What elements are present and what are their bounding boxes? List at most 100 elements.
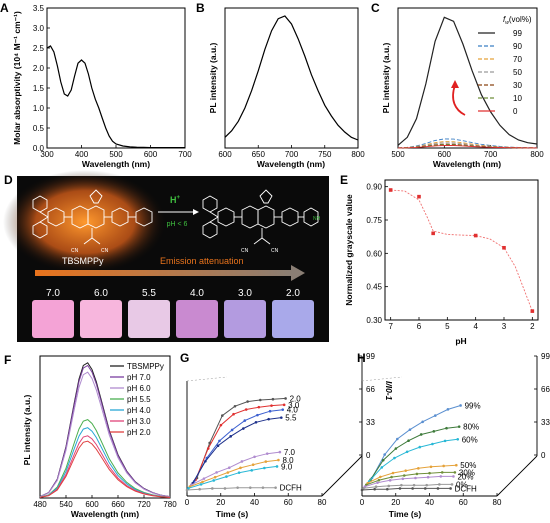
data-point (187, 486, 190, 490)
data-point (243, 419, 247, 422)
y-a-tick-label: 0.5 (33, 124, 45, 133)
data-point (185, 488, 189, 492)
ph-sample-square (272, 300, 314, 338)
legend-label: 90 (513, 42, 522, 51)
x-c-tick-label: 600 (438, 150, 452, 159)
panel-d: D (3, 170, 329, 342)
data-point (199, 483, 203, 486)
data-point (211, 487, 214, 490)
y-axis-label-e: Normalized grayscale value (344, 194, 354, 306)
data-point (208, 441, 211, 445)
data-point (284, 397, 287, 400)
panel-label-g: G (180, 351, 189, 365)
ph-sample-square (32, 300, 74, 338)
series-line-2.0 (196, 397, 286, 479)
x-e-tick-label: 4 (473, 322, 478, 331)
data-point (379, 475, 382, 479)
data-point (374, 485, 378, 489)
data-point (198, 487, 201, 491)
y-axis-label-b: PL intensity (a.u.) (208, 42, 218, 113)
g-z-tick-label: 0 (366, 451, 371, 460)
data-point (230, 428, 234, 432)
legend-label: TBSMPPy (127, 362, 164, 371)
data-point (204, 460, 207, 463)
data-point (267, 417, 270, 421)
data-point (202, 477, 206, 480)
h-x-tick-label: 40 (425, 498, 434, 507)
x-b-tick-label: 700 (285, 150, 299, 159)
data-point (417, 194, 421, 199)
data-point (232, 412, 235, 416)
compound-label: TBSMPPy (62, 256, 104, 266)
data-point (240, 460, 244, 463)
data-point (398, 487, 402, 490)
ph-value-label: 4.0 (190, 288, 204, 299)
data-point (281, 408, 285, 411)
data-point (236, 486, 239, 489)
series-label: 99% (465, 401, 481, 410)
panel-label-a: A (0, 1, 9, 15)
ph-sample-square (224, 300, 266, 338)
h-depth-axis (496, 455, 538, 497)
data-point (213, 475, 217, 479)
x-a-tick-label: 300 (40, 150, 54, 159)
data-point (450, 483, 454, 486)
legend-label: pH 7.0 (127, 373, 151, 382)
y-ticks-e: 0.300.450.600.750.90 (366, 183, 388, 325)
y-a-tick-label: 2.5 (33, 44, 45, 53)
panel-label-b: B (196, 1, 205, 15)
data-point (436, 487, 440, 490)
data-point (396, 437, 399, 441)
x-a-tick-label: 500 (109, 150, 123, 159)
x-b-tick-label: 800 (351, 150, 365, 159)
y-ticks-a: 0.00.51.01.52.02.53.03.5 (33, 4, 50, 153)
data-point (277, 458, 280, 462)
legend-label: 0 (513, 107, 518, 116)
plot-frame-b (224, 7, 359, 149)
series-label: 2.0 (290, 394, 302, 403)
cn-label-right-1: CN (241, 248, 249, 254)
x-a-tick-label: 700 (178, 150, 192, 159)
x-e-tick-label: 5 (445, 322, 450, 331)
data-point (261, 486, 265, 489)
y-e-tick-label: 0.60 (366, 249, 382, 258)
data-point (429, 465, 433, 469)
data-point (423, 487, 427, 490)
data-point (246, 400, 249, 403)
emission-glow (3, 170, 167, 274)
data-point (440, 471, 444, 474)
g-z-tick-label: 99 (366, 352, 375, 361)
data-point (426, 475, 430, 479)
y-e-tick-label: 0.30 (366, 316, 382, 325)
cn-label-left-1: CN (71, 248, 79, 254)
series-label: 7.0 (284, 448, 296, 457)
series-line-pH 5.5 (39, 419, 171, 498)
y-e-tick-label: 0.90 (366, 183, 382, 192)
data-point (401, 477, 405, 481)
data-point (377, 478, 381, 482)
h-z-tick-label: 66 (541, 385, 550, 394)
legend-label: pH 3.0 (127, 417, 151, 426)
data-point (381, 458, 385, 462)
x-e-tick-label: 2 (530, 322, 535, 331)
y-a-tick-label: 3.0 (33, 24, 45, 33)
series-label: 3.0 (288, 401, 300, 410)
attenuation-label: Emission attenuation (160, 256, 244, 266)
plot-frame-a (46, 7, 186, 149)
data-point (271, 397, 275, 401)
data-point (212, 479, 216, 482)
data-point (417, 467, 420, 470)
y-e-tick-label: 0.45 (366, 283, 382, 292)
series-line-pH 3.0 (39, 435, 171, 498)
data-point (227, 466, 231, 469)
data-point (415, 472, 419, 476)
x-f-tick-label: 480 (33, 500, 47, 509)
